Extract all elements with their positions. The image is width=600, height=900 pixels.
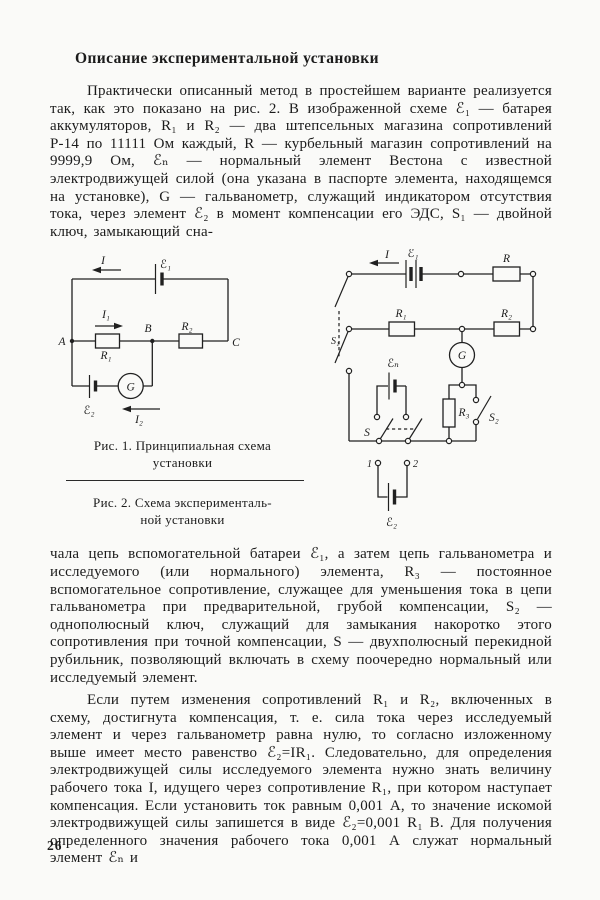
fig1-resistor-r2-box xyxy=(178,333,204,349)
fig2-label-galvanometer-G: G xyxy=(458,350,467,362)
fig2-wires xyxy=(348,273,534,498)
fig2-label-resistor-R3: R₃ xyxy=(458,407,470,419)
fig2-wire-bottom xyxy=(348,373,477,442)
fig1-label-emf-e1: ℰ₁ xyxy=(160,259,171,271)
fig2-wire-s2-branch xyxy=(464,384,477,398)
figure-1-schematic: I ℰ₁ I₁ A B C R₁ R₂ ℰ₂ G I₂ xyxy=(57,255,240,426)
figures-block: I ℰ₁ I₁ A B C R₁ R₂ ℰ₂ G I₂ Рис. 1. Прин… xyxy=(50,249,552,546)
figure-1-caption-line-2: установки xyxy=(152,454,213,470)
fig1-node-b-dot xyxy=(150,339,155,344)
fig2-arrow-current-I xyxy=(369,260,399,267)
fig1-battery-e1 xyxy=(154,264,164,295)
fig2-wire-r3-branch xyxy=(448,384,460,439)
fig2-battery-e1 xyxy=(405,260,423,289)
figure-2-caption: Рис. 2. Схема эксперименталь- ной устано… xyxy=(60,495,305,528)
fig2-switch-s2 xyxy=(476,396,492,420)
fig2-label-emf-e1: ℰ₁ xyxy=(408,249,419,260)
section-heading: Описание экспериментальной установки xyxy=(75,50,379,67)
fig2-resistor-r1-box xyxy=(388,321,416,337)
fig2-label-emf-e2: ℰ₂ xyxy=(386,517,397,529)
fig1-label-current-I1: I₁ xyxy=(101,309,110,321)
fig2-wire-normal-element-leads xyxy=(376,385,407,415)
fig2-battery-en xyxy=(388,372,397,400)
fig2-label-switch-S1: S₁ xyxy=(331,336,339,347)
figure-2-schematic: I ℰ₁ R S₁ R₁ R₂ G ℰₙ R₃ S₂ S 1 2 ℰ₂ xyxy=(331,249,537,529)
fig1-label-node-B: B xyxy=(144,323,151,335)
fig2-label-resistor-R2: R₂ xyxy=(500,308,512,320)
fig1-galvanometer-circle xyxy=(117,373,144,400)
paragraph-1: Практически описанный метод в простейшем… xyxy=(50,83,552,240)
fig1-wire-outer-loop xyxy=(71,278,229,387)
fig1-label-node-A: A xyxy=(57,336,66,348)
fig1-label-current-I2: I₂ xyxy=(134,414,143,426)
figure-2-caption-line-2: ной установки xyxy=(140,511,225,527)
fig2-switch-s xyxy=(379,418,423,440)
fig1-label-resistor-R2: R₂ xyxy=(180,321,192,333)
fig2-terminal-nodes xyxy=(345,271,537,467)
fig1-arrow-current-I2 xyxy=(122,406,160,413)
fig1-label-resistor-R1: R₁ xyxy=(99,350,111,362)
fig2-label-switch-S2: S₂ xyxy=(489,412,499,424)
fig2-resistor-r2-box xyxy=(493,321,521,337)
figure-1-caption-line-1: Рис. 1. Принципиальная схема xyxy=(93,438,272,454)
fig1-label-node-C: C xyxy=(232,337,240,349)
page-number: 26 xyxy=(47,838,63,853)
fig2-wire-test-element-leads xyxy=(377,465,408,498)
fig1-label-emf-e2: ℰ₂ xyxy=(84,405,95,417)
caption-divider xyxy=(66,480,304,482)
fig2-label-terminal-2: 2 xyxy=(413,459,418,470)
paragraph-3: Если путем изменения сопротивлений R₁ и … xyxy=(50,692,552,867)
fig2-label-resistor-R: R xyxy=(502,253,510,265)
fig2-resistor-r3-box xyxy=(442,398,456,428)
figure-1-caption: Рис. 1. Принципиальная схема установки xyxy=(60,438,305,471)
fig2-label-emf-en: ℰₙ xyxy=(387,358,399,370)
fig2-label-switch-S: S xyxy=(364,427,370,439)
fig1-arrow-current-I xyxy=(92,267,121,274)
fig2-battery-e2 xyxy=(387,483,397,512)
fig2-label-current-I: I xyxy=(384,249,390,261)
fig1-label-current-I: I xyxy=(100,255,106,267)
figure-2-caption-line-1: Рис. 2. Схема эксперименталь- xyxy=(93,495,272,511)
fig2-label-resistor-R1: R₁ xyxy=(394,308,406,320)
fig2-galvanometer-circle xyxy=(448,342,476,369)
fig2-resistor-r-box xyxy=(492,266,521,282)
text-column: Описание экспериментальной установки Пра… xyxy=(50,50,552,868)
fig1-wire-bottom-branch xyxy=(72,341,153,387)
fig1-label-galvanometer-G: G xyxy=(127,382,136,394)
fig2-switch-s1 xyxy=(334,276,349,364)
fig1-resistor-r1-box xyxy=(94,333,121,349)
paragraph-2: чала цепь вспомогательной батареи ℰ₁, а … xyxy=(50,546,552,686)
fig2-label-terminal-1: 1 xyxy=(367,459,372,470)
fig1-node-a-dot xyxy=(69,339,75,344)
fig1-battery-e2 xyxy=(88,375,98,399)
fig1-arrow-current-I1 xyxy=(95,323,123,330)
